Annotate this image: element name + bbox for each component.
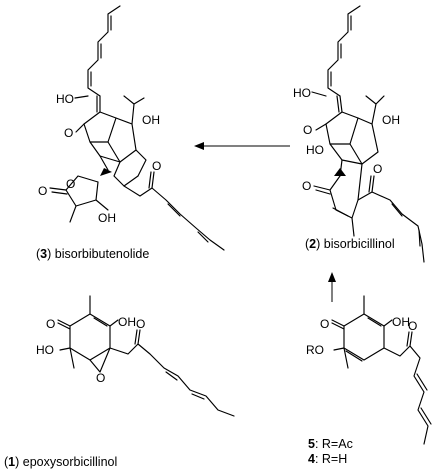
label-o-1b: O [96, 371, 105, 385]
label-ho-3a: HO [56, 92, 74, 106]
label-oh-5a: OH [392, 315, 410, 329]
label-o-3c: O [38, 184, 47, 198]
label-o-3a: O [64, 126, 73, 140]
label-o-5a: O [320, 317, 329, 331]
label-oh-2a: OH [382, 113, 400, 127]
label-o-2b: O [302, 179, 311, 193]
label-ro-5a: RO [306, 343, 324, 357]
caption-compound-3: (3) bisorbibutenolide [36, 247, 149, 261]
structure-compound-5-4 [331, 295, 432, 445]
label-o-3b: O [152, 159, 161, 173]
label-o-2a: O [303, 123, 312, 137]
label-oh-3a: OH [142, 113, 160, 127]
label-o-1c: O [136, 317, 145, 331]
caption-compound-2: (2) bisorbicillinol [305, 237, 395, 251]
caption-compound-1: (1) epoxysorbicillinol [4, 455, 117, 469]
arrowhead-left [194, 142, 204, 150]
caption-compound-5: 5: R=Ac [308, 437, 353, 451]
label-oh-1a: OH [118, 315, 136, 329]
label-o-5b: O [408, 319, 417, 333]
label-o-1a: O [46, 317, 55, 331]
label-o-3d: O [66, 177, 75, 191]
label-ho-1a: HO [36, 343, 54, 357]
label-oh-3b: OH [98, 211, 116, 225]
label-o-2c: O [373, 162, 382, 176]
label-ho-2a: HO [293, 86, 311, 100]
arrowhead-up [328, 272, 336, 282]
structure-bisorbibutenolide [49, 5, 225, 251]
label-ho-2b: HO [306, 143, 324, 157]
caption-compound-4: 4: R=H [308, 452, 347, 466]
structure-epoxysorbicillinol [57, 295, 235, 417]
structure-bisorbicillinol [311, 5, 425, 263]
